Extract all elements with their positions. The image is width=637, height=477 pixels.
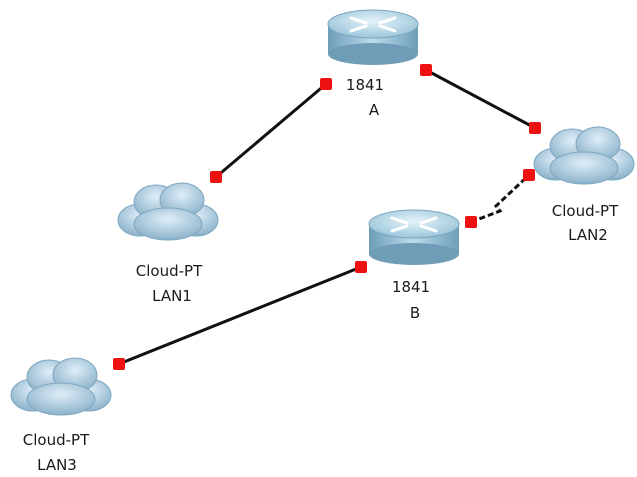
link-router-a-to-cloud-lan2[interactable]	[425, 68, 536, 130]
link-router-b-to-cloud-lan3[interactable]	[118, 265, 362, 366]
router-a-icon[interactable]	[327, 9, 419, 65]
port-marker	[523, 169, 535, 181]
port-marker	[465, 216, 477, 228]
port-marker	[113, 358, 125, 370]
router-b-model-label: 1841	[392, 278, 430, 296]
port-marker	[210, 171, 222, 183]
cloud-lan2-model-label: Cloud-PT	[552, 202, 619, 220]
router-b-name-label: B	[410, 304, 420, 322]
device-labels: 1841 A 1841 B Cloud-PT LAN1 Cloud-PT LAN…	[23, 76, 619, 474]
cloud-lan1-model-label: Cloud-PT	[136, 262, 203, 280]
cloud-lan3-icon[interactable]	[10, 357, 112, 416]
cloud-lan2-icon[interactable]	[533, 126, 635, 185]
cloud-lan1-icon[interactable]	[117, 182, 219, 241]
router-a-model-label: 1841	[346, 76, 384, 94]
port-markers	[113, 64, 541, 370]
link-router-a-to-cloud-lan1[interactable]	[215, 82, 327, 179]
cloud-lan3-name-label: LAN3	[37, 456, 77, 474]
cloud-lan2-name-label: LAN2	[568, 226, 608, 244]
link-router-b-to-cloud-lan2[interactable]	[470, 173, 531, 224]
port-marker	[320, 78, 332, 90]
port-marker	[529, 122, 541, 134]
port-marker	[355, 261, 367, 273]
cloud-lan1-name-label: LAN1	[152, 287, 192, 305]
router-a-name-label: A	[369, 101, 380, 119]
links-layer	[118, 68, 536, 366]
port-marker	[420, 64, 432, 76]
cloud-lan3-model-label: Cloud-PT	[23, 431, 90, 449]
router-b-icon[interactable]	[368, 209, 460, 265]
